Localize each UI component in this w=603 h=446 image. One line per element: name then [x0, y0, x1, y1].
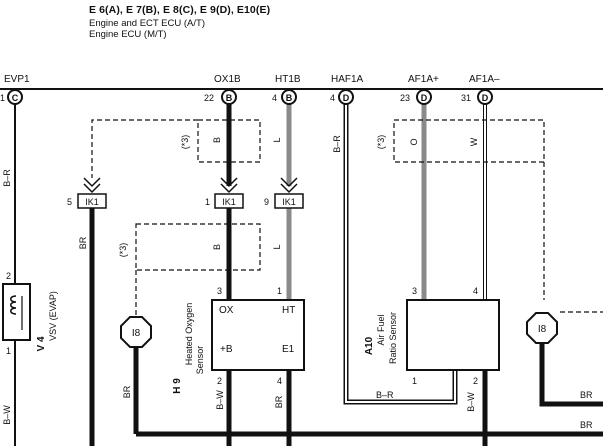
component-v4-pin-top: 2	[6, 271, 11, 281]
terminal-ox1b-name: OX1B	[214, 74, 241, 85]
wire-label-af-minus: W	[469, 137, 479, 146]
pin-evp1-conn: C	[12, 93, 19, 103]
wire-label-evp1-top: B–R	[2, 169, 12, 187]
junction-i8-left: I8	[120, 316, 152, 348]
connector-ik1-c-label: IK1	[282, 197, 296, 207]
shield-af-label: (*3)	[376, 135, 386, 150]
pin-ht1b: B 4	[272, 89, 297, 105]
component-a10-pin-tl: 3	[412, 286, 417, 296]
component-h9-label-b: +B	[220, 344, 233, 355]
wire-label-ground-left: BR	[122, 385, 132, 398]
wire-label-haf-vertical: B–R	[332, 135, 342, 153]
pin-ox1b: B 22	[204, 89, 237, 105]
wire-label-h9-bottom-right: BR	[274, 395, 284, 408]
component-a10-pin-bl: 1	[412, 376, 417, 386]
shield-lower-label: (*3)	[118, 243, 128, 258]
component-v4-name: VSV (EVAP)	[48, 291, 58, 341]
connector-ik1-b-label: IK1	[222, 197, 236, 207]
component-h9-name-line2: Sensor	[195, 346, 205, 375]
component-v4: 2 1 V 4 VSV (EVAP)	[2, 271, 58, 356]
connector-ik1-c: IK1 9	[264, 177, 304, 209]
pin-af1a-plus: D 23	[400, 89, 432, 105]
terminal-haf1a-name: HAF1A	[331, 74, 364, 85]
component-a10-pin-tr: 4	[473, 286, 478, 296]
wire-label-ox-upper: B	[212, 137, 222, 143]
shield-af: (*3)	[376, 119, 545, 300]
pin-ht1b-conn: B	[286, 93, 293, 103]
diagram-subtitle-ect: Engine and ECT ECU (A/T)	[89, 18, 205, 29]
component-a10-pin-br: 2	[473, 376, 478, 386]
component-h9-label-e1: E1	[282, 344, 295, 355]
connector-ik1-a: IK1 5	[67, 177, 107, 209]
connector-ik1-a-pin: 5	[67, 197, 72, 207]
pin-af1a-minus-number: 31	[461, 93, 471, 103]
wire-label-right-lower: BR	[580, 420, 593, 430]
wire-haf1a-inner	[345, 104, 456, 403]
connector-ik1-b: IK1 1	[205, 177, 244, 209]
wire-label-ht-mid: L	[272, 244, 282, 249]
component-a10-name-line2: Ratio Sensor	[388, 312, 398, 364]
pin-evp1-number: 1	[0, 93, 5, 103]
connector-ik1-a-label: IK1	[85, 197, 99, 207]
wire-label-ht-upper: L	[272, 137, 282, 142]
wire-label-af-plus: O	[409, 138, 419, 145]
pin-ox1b-number: 22	[204, 93, 214, 103]
terminal-evp1-name: EVP1	[4, 74, 30, 85]
component-h9-pin-e1: 4	[277, 376, 282, 386]
wire-junction-right	[539, 343, 603, 407]
pin-haf1a-number: 4	[330, 93, 335, 103]
terminal-af1a-minus-name: AF1A–	[469, 74, 500, 85]
component-h9-label-ox: OX	[219, 305, 234, 316]
connector-ik1-c-pin: 9	[264, 197, 269, 207]
pin-evp1: C 1	[0, 89, 23, 105]
wire-label-ox-mid: B	[212, 244, 222, 250]
component-v4-pin-bottom: 1	[6, 346, 11, 356]
diagram-title: E 6(A), E 7(B), E 8(C), E 9(D), E10(E)	[89, 4, 271, 16]
shield-lower: (*3)	[118, 223, 261, 320]
component-h9-pin-ht: 1	[277, 286, 282, 296]
component-a10-id: A10	[364, 336, 375, 355]
wire-label-haf-bottom: B–R	[376, 390, 394, 400]
junction-i8-right-label: I8	[538, 324, 547, 335]
component-v4-id: V 4	[36, 336, 47, 351]
pin-af1a-minus-conn: D	[482, 93, 489, 103]
pin-haf1a: D 4	[330, 89, 354, 105]
shield-upper-label: (*3)	[180, 135, 190, 150]
terminal-af1a-plus-name: AF1A+	[408, 74, 439, 85]
pin-haf1a-conn: D	[343, 93, 350, 103]
wire-label-ik1a: BR	[78, 236, 88, 249]
junction-i8-right: I8	[526, 312, 558, 344]
shield-upper: (*3)	[91, 119, 261, 178]
component-h9-pin-ox: 3	[217, 286, 222, 296]
diagram-subtitle-engine: Engine ECU (M/T)	[89, 29, 167, 40]
component-h9-id: H 9	[172, 378, 183, 394]
wire-label-evp1-bottom: B–W	[2, 405, 12, 425]
wire-label-right-upper: BR	[580, 390, 593, 400]
wire-label-a10-bottom-left: B–W	[466, 392, 476, 412]
component-h9-label-ht: HT	[282, 305, 295, 316]
pin-af1a-plus-conn: D	[421, 93, 428, 103]
component-a10-name-line1: Air Fuel	[376, 314, 386, 345]
wire-label-h9-bottom-left: B–W	[215, 390, 225, 410]
terminal-ht1b-name: HT1B	[275, 74, 301, 85]
junction-i8-left-label: I8	[132, 328, 141, 339]
pin-ox1b-conn: B	[226, 93, 233, 103]
pin-af1a-minus: D 31	[461, 89, 493, 105]
component-h9: OX HT +B E1 3 1 2 4 H 9 Heated Oxygen Se…	[172, 286, 305, 394]
component-a10: 3 4 1 2 A10 Air Fuel Ratio Sensor	[364, 286, 500, 386]
pin-ht1b-number: 4	[272, 93, 277, 103]
component-h9-name-line1: Heated Oxygen	[184, 303, 194, 366]
pin-af1a-plus-number: 23	[400, 93, 410, 103]
connector-ik1-b-pin: 1	[205, 197, 210, 207]
component-h9-pin-b: 2	[217, 376, 222, 386]
